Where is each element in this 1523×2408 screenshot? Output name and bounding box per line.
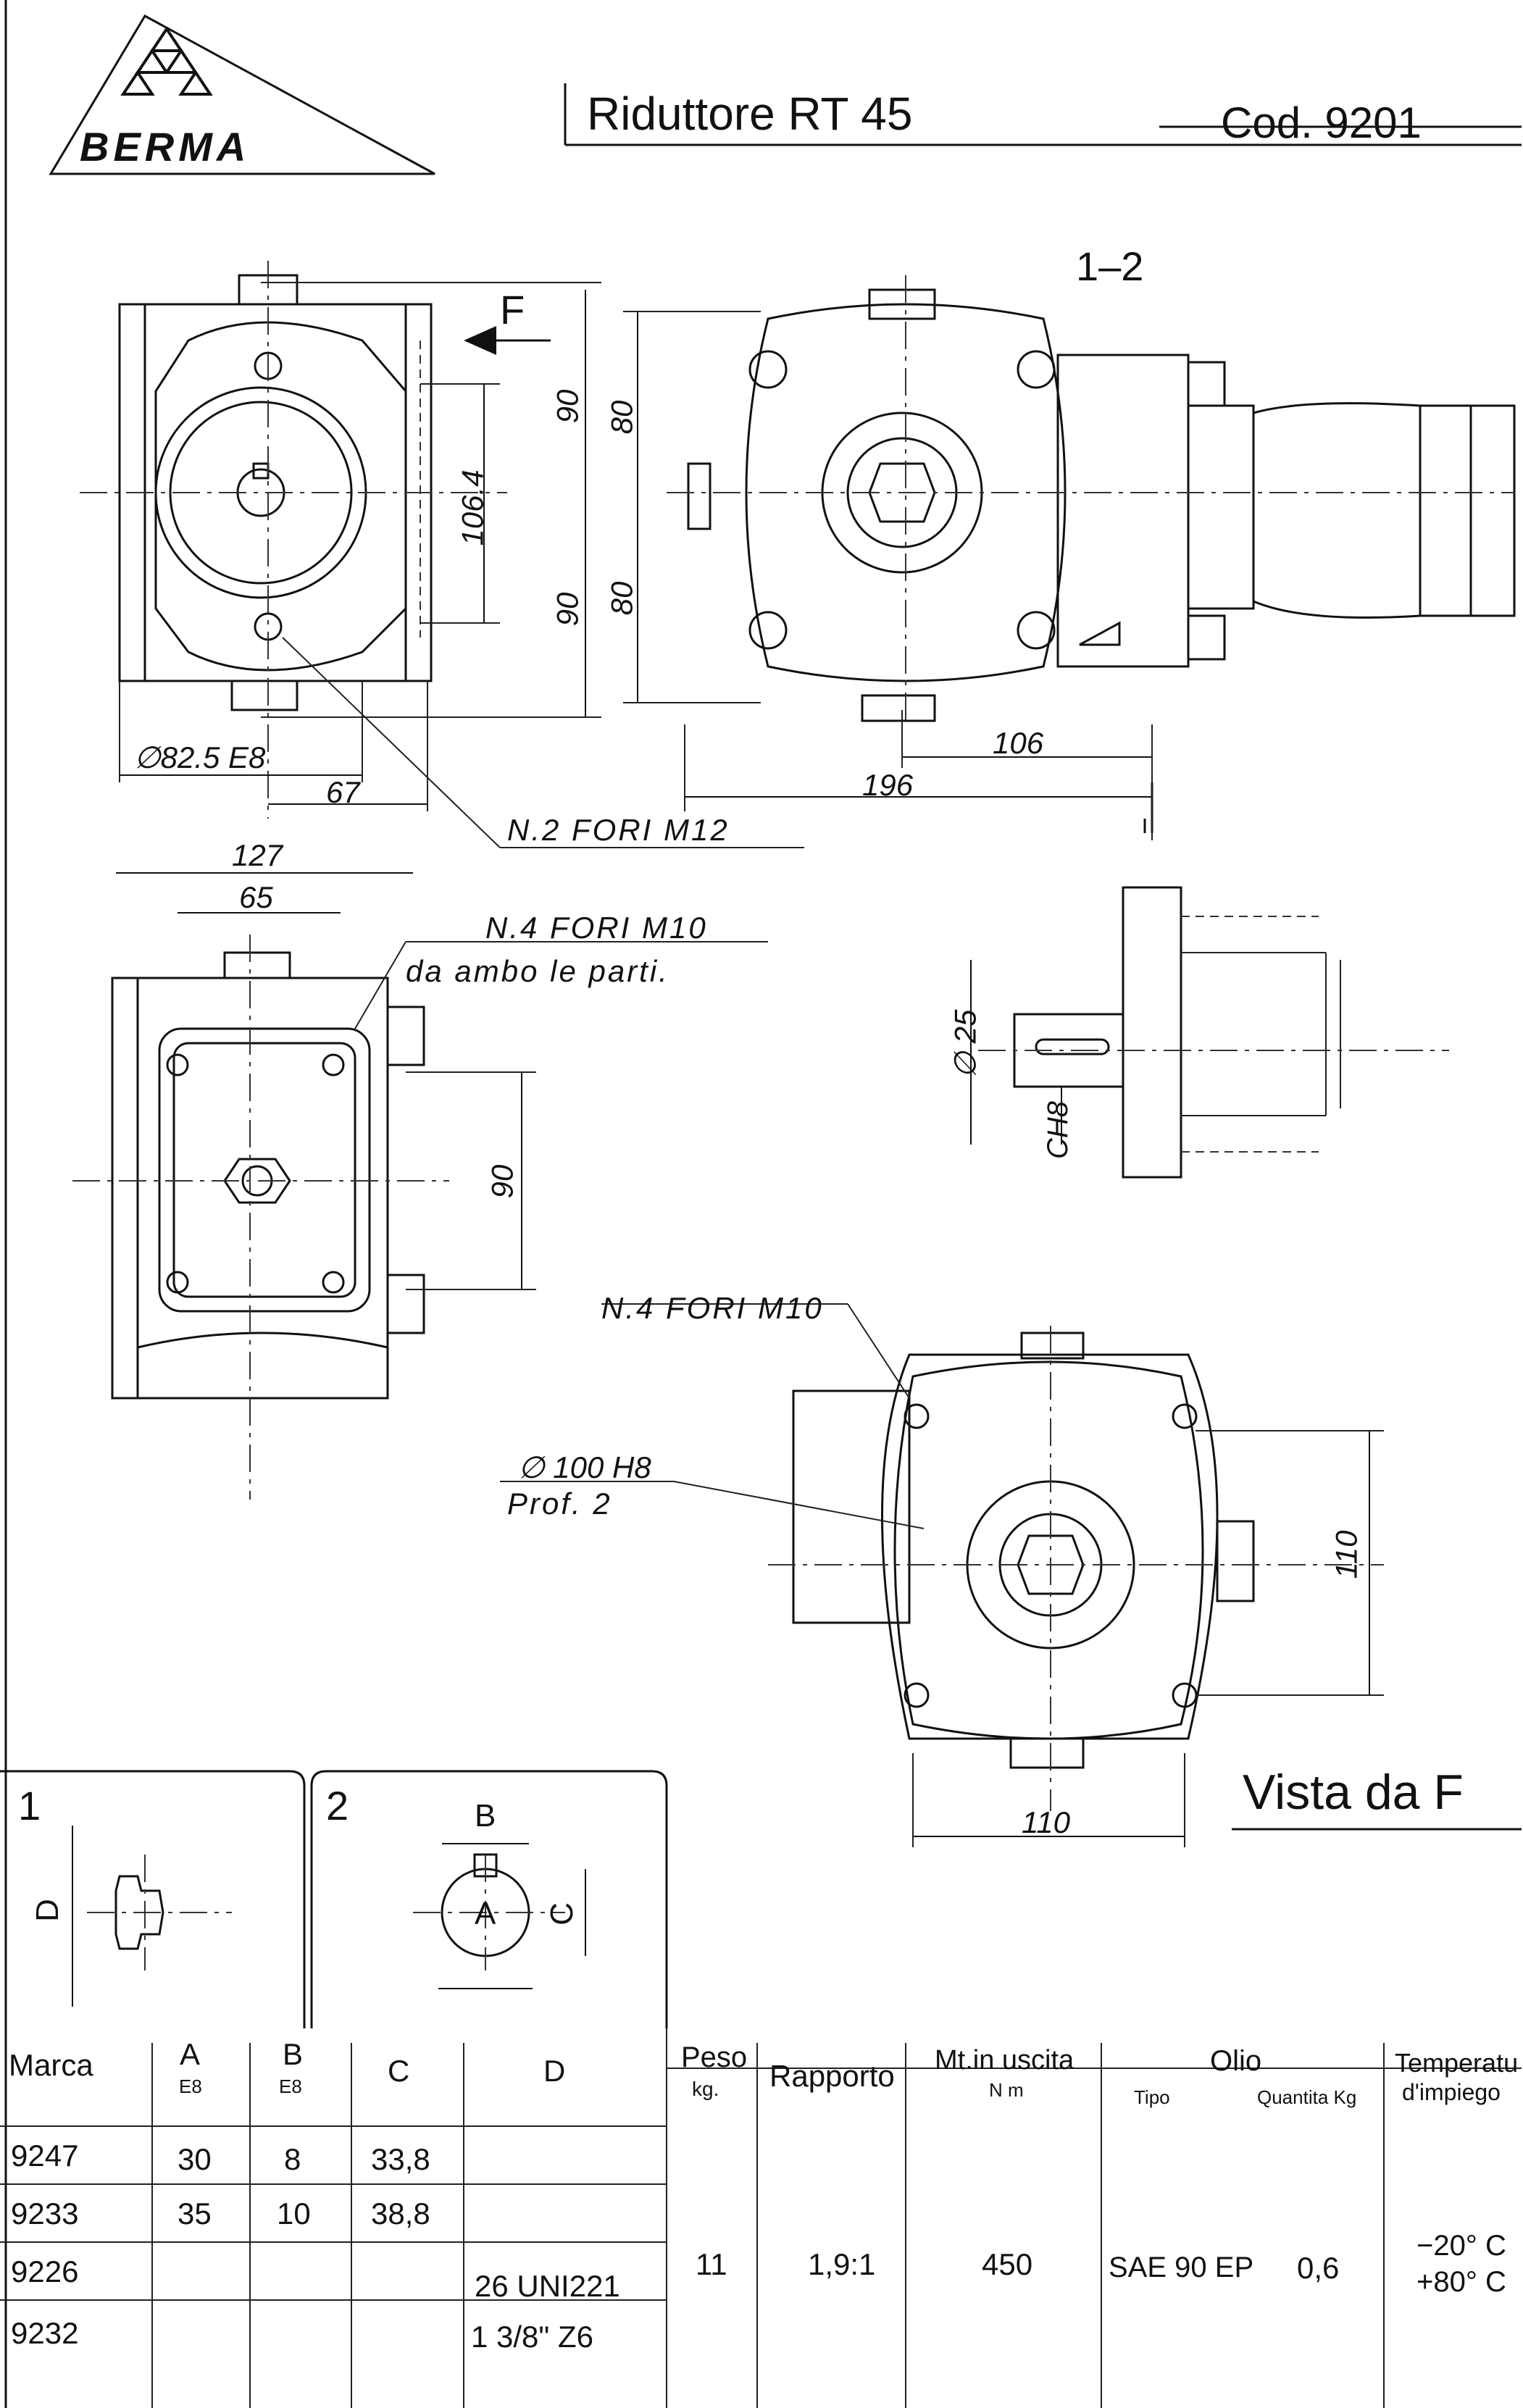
col-header-temp-sub: d'impiego: [1402, 2079, 1501, 2105]
ref-label-1-2: 1–2: [1076, 243, 1144, 289]
col-header-peso: Peso: [681, 2041, 748, 2073]
shared-olio-qty: 0,6: [1297, 2251, 1340, 2285]
shaft-detail: [970, 886, 1449, 1179]
dim-80-upper: 80: [604, 400, 639, 435]
dim-110-vertical: 110: [1329, 1530, 1364, 1579]
dim-90-lower: 90: [550, 592, 585, 627]
dim-110-horizontal: 110: [1022, 1805, 1070, 1839]
brand-logo-text: BERMA: [80, 124, 251, 170]
dim-ch8: CH8: [1042, 1100, 1075, 1160]
row-2-b: 10: [277, 2196, 311, 2231]
holes-m12-note: N.2 FORI M12: [507, 813, 730, 847]
dim-diameter-25: ∅ 25: [948, 1009, 982, 1079]
dim-127: 127: [232, 838, 283, 872]
profile-boxes: [0, 1770, 668, 2028]
row-1-a: 30: [178, 2142, 212, 2176]
side-view-top: [80, 261, 551, 819]
col-header-d: D: [543, 2054, 566, 2088]
col-header-b: B: [283, 2037, 304, 2071]
dim-65: 65: [239, 880, 273, 914]
col-header-marca: Marca: [9, 2048, 93, 2082]
holes-m10-note-a-line2: da ambo le parti.: [406, 954, 669, 988]
view-from-f: [500, 1303, 1522, 1847]
page-title: Riduttore RT 45: [587, 88, 913, 140]
col-header-mt-sub: N m: [989, 2079, 1024, 2101]
dim-diameter-100: ∅ 100 H8: [518, 1450, 651, 1484]
dim-90-middle: 90: [485, 1164, 520, 1199]
table-grid: [0, 2028, 1522, 2408]
force-label: F: [500, 287, 525, 333]
row-1-c: 33,8: [371, 2142, 430, 2176]
dim-80-lower: 80: [604, 581, 639, 616]
col-header-a: A: [180, 2037, 201, 2071]
dim-prof-2: Prof. 2: [507, 1487, 612, 1521]
row-4-d: 1 3/8" Z6: [471, 2320, 594, 2354]
col-header-olio: Olio: [1210, 2045, 1262, 2077]
profile-label-d: D: [29, 1899, 65, 1922]
col-header-olio-quantita: Quantita Kg: [1257, 2086, 1357, 2108]
row-1-b: 8: [284, 2142, 301, 2176]
profile-1-number: 1: [18, 1783, 41, 1828]
holes-m10-note-a: N.4 FORI M10: [485, 911, 708, 945]
shared-temp-min: −20° C: [1416, 2230, 1506, 2262]
part-code: Cod. 9201: [1221, 99, 1422, 147]
dim-196: 196: [862, 768, 914, 802]
front-view-top: [667, 275, 1516, 833]
view-from-f-label: Vista da F: [1243, 1765, 1464, 1820]
row-3-d: 26 UNI221: [475, 2269, 620, 2303]
dim-67: 67: [326, 775, 360, 809]
profile-label-b: B: [475, 1798, 496, 1834]
shared-olio-tipo: SAE 90 EP: [1109, 2252, 1254, 2283]
row-2-c: 38,8: [371, 2196, 430, 2231]
dims-horizontal: [116, 637, 1153, 914]
dim-90-upper: 90: [550, 389, 585, 424]
col-header-mt: Mt.in uscita: [935, 2045, 1075, 2075]
row-2-a: 35: [178, 2196, 212, 2231]
profile-2-number: 2: [326, 1783, 349, 1828]
shared-temp-max: +80° C: [1416, 2266, 1506, 2298]
profile-label-a: A: [475, 1896, 496, 1931]
dim-106: 106: [993, 726, 1044, 760]
col-header-a-sub: E8: [179, 2075, 202, 2097]
profile-label-c: C: [543, 1902, 580, 1926]
row-3-marca: 9226: [11, 2254, 79, 2288]
col-header-rapporto: Rapporto: [769, 2059, 895, 2093]
shared-mt: 450: [982, 2247, 1033, 2281]
side-view-middle: [72, 935, 768, 1500]
col-header-temp: Temperatu: [1395, 2048, 1519, 2078]
col-header-olio-tipo: Tipo: [1134, 2086, 1170, 2108]
dim-106-4: 106.4: [455, 469, 490, 546]
berma-logo: [49, 14, 435, 175]
row-4-marca: 9232: [11, 2316, 79, 2350]
shared-peso: 11: [696, 2247, 727, 2281]
col-header-c: C: [388, 2054, 410, 2088]
col-header-b-sub: E8: [279, 2075, 302, 2097]
dims-top: [261, 282, 761, 718]
holes-m10-note-b: N.4 FORI M10: [601, 1291, 824, 1325]
shared-rapporto: 1,9:1: [808, 2247, 876, 2281]
dim-diameter-82-5: ∅82.5 E8: [134, 740, 266, 774]
col-header-peso-sub: kg.: [692, 2078, 719, 2100]
row-2-marca: 9233: [11, 2196, 79, 2231]
row-1-marca: 9247: [11, 2139, 79, 2173]
